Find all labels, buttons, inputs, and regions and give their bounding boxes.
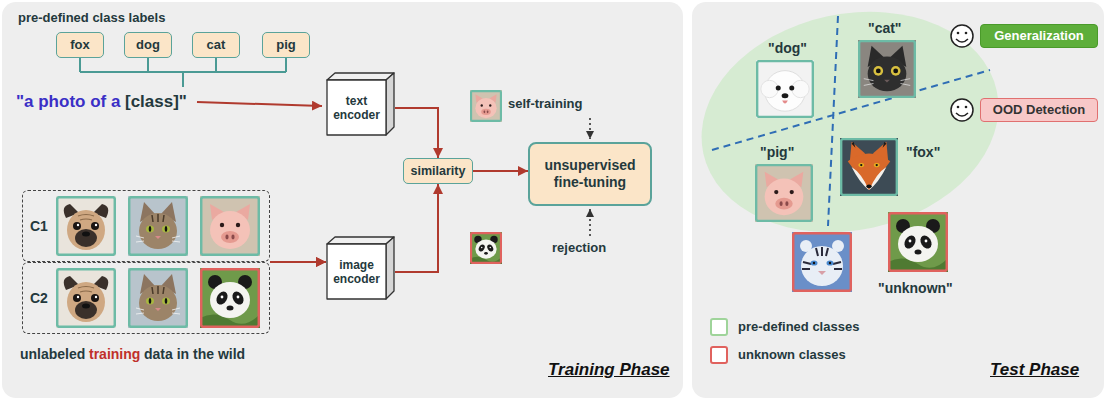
text-label: "cat" xyxy=(868,20,902,37)
node-text: fox xyxy=(70,37,90,53)
legend-text: pre-defined classes xyxy=(738,319,859,335)
legend-text: unknown classes xyxy=(738,347,846,363)
node-text: OOD Detection xyxy=(993,102,1085,118)
encoder-cube: text encoder xyxy=(326,72,395,136)
test-images xyxy=(755,40,948,292)
training-images xyxy=(56,90,502,328)
arrow-connector xyxy=(395,108,438,158)
template-arrow xyxy=(197,102,322,106)
process-box: unsupervised fine-tuning xyxy=(528,142,652,206)
text-label: pre-defined class labels xyxy=(18,10,165,26)
class-box: pig xyxy=(262,32,310,58)
text-label: "pig" xyxy=(760,144,794,161)
node-text: unsupervised fine-tuning xyxy=(538,157,642,191)
class-box: similarity xyxy=(403,158,473,184)
node-text: pig xyxy=(276,37,296,53)
node-text: image encoder xyxy=(328,258,385,287)
node-text: dog xyxy=(136,37,160,53)
arrow-connector xyxy=(270,261,326,263)
text-label: "a photo of a xyxy=(16,92,120,112)
arrow-connector xyxy=(395,184,438,272)
panel-title: Training Phase xyxy=(548,360,670,380)
class-box: fox xyxy=(56,32,104,58)
text-label: self-training xyxy=(508,96,582,112)
encoder-cube: image encoder xyxy=(326,236,395,300)
text-label: data in the wild xyxy=(144,346,245,363)
smiley-icons xyxy=(951,25,973,121)
class-space xyxy=(681,0,1019,259)
panel-title: Test Phase xyxy=(990,360,1079,380)
node-text: C1 xyxy=(30,218,48,235)
result-badge: Generalization xyxy=(980,24,1098,48)
node-text: Generalization xyxy=(994,28,1084,44)
class-box: dog xyxy=(124,32,172,58)
text-label: rejection xyxy=(552,240,606,256)
node-text: C2 xyxy=(30,290,48,307)
node-text: cat xyxy=(207,37,226,53)
legend-swatch xyxy=(710,318,728,336)
legend-swatch xyxy=(710,346,728,364)
data-group-box: C2 xyxy=(22,262,270,334)
label-bracket xyxy=(80,58,286,87)
result-badge: OOD Detection xyxy=(980,98,1098,122)
text-label: [class]" xyxy=(125,92,187,112)
text-label: unlabeled xyxy=(20,346,85,363)
data-group-box: C1 xyxy=(22,190,270,262)
text-label: training xyxy=(89,346,140,363)
text-label: "unknown" xyxy=(878,280,953,297)
text-label: "fox" xyxy=(906,144,940,161)
class-box: cat xyxy=(192,32,240,58)
node-text: text encoder xyxy=(328,94,385,123)
arrow-connector xyxy=(270,261,326,263)
node-text: similarity xyxy=(411,164,466,179)
text-label: "dog" xyxy=(768,40,807,57)
arrow-connector xyxy=(473,170,528,172)
